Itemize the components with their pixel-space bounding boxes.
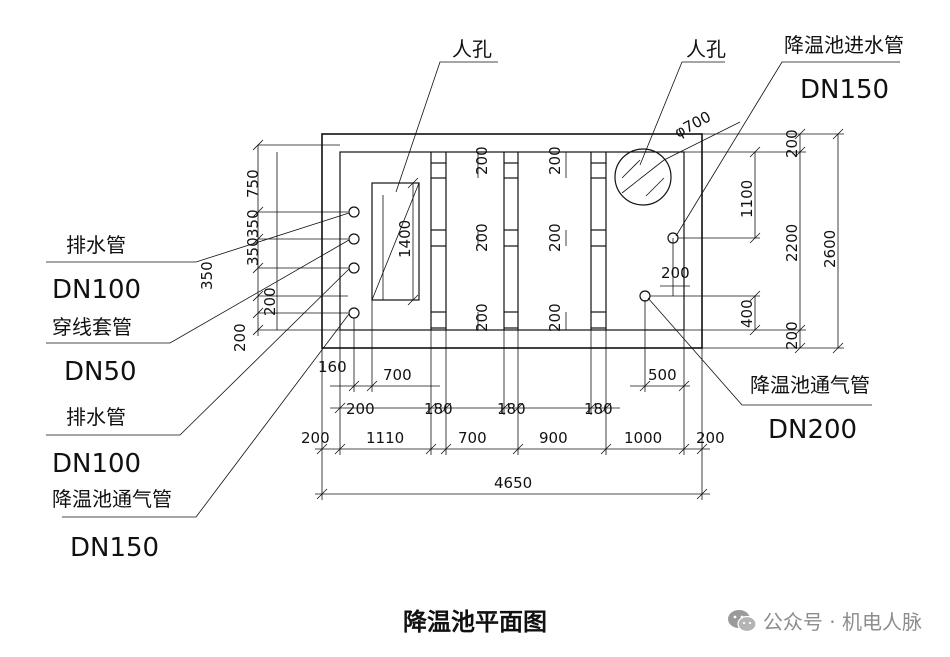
manhole-left-shape bbox=[371, 182, 420, 301]
dim-right-1100: 1100 bbox=[738, 180, 756, 218]
dim-left-750: 750 bbox=[244, 169, 262, 198]
leader-lines bbox=[46, 61, 900, 518]
label-vent-pipe-left: 降温池通气管 bbox=[52, 487, 172, 511]
dim-row2-180c: 180 bbox=[584, 400, 613, 418]
dim-left-350a: 350 bbox=[244, 209, 262, 238]
dim-row2-180a: 180 bbox=[424, 400, 453, 418]
watermark: 公众号 · 机电人脉 bbox=[727, 606, 922, 635]
dim-row1-160: 160 bbox=[318, 358, 347, 376]
tank-plan-drawing: 750 350 350 350 200 200 1400 200 200 200… bbox=[46, 33, 904, 563]
dim-row3-200b: 200 bbox=[696, 429, 725, 447]
dimension-texts: 750 350 350 350 200 200 1400 200 200 200… bbox=[198, 108, 839, 492]
dim-left-350b: 350 bbox=[244, 237, 262, 266]
dim-right-2200: 2200 bbox=[783, 224, 801, 262]
label-vent-pipe-right: 降温池通气管 bbox=[750, 373, 870, 397]
dim-right-400: 400 bbox=[738, 299, 756, 328]
tank-outline bbox=[321, 133, 703, 349]
dim-right-200-top: 200 bbox=[783, 129, 801, 158]
label-drain-pipe-1: 排水管 bbox=[66, 233, 126, 257]
dim-left-200a: 200 bbox=[261, 287, 279, 316]
dim-left-350c: 350 bbox=[198, 261, 216, 290]
watermark-text: 公众号 · 机电人脉 bbox=[762, 610, 922, 634]
dim-top-200b: 200 bbox=[546, 146, 564, 175]
dim-row3-1000: 1000 bbox=[624, 429, 662, 447]
dim-row1-700: 700 bbox=[383, 366, 412, 384]
dim-right-200-inner: 200 bbox=[661, 264, 690, 282]
label-vent-size-right: DN200 bbox=[768, 415, 857, 445]
drawing-caption: 降温池平面图 bbox=[403, 608, 547, 636]
dim-mid-200a: 200 bbox=[473, 223, 491, 252]
dim-bot-200a: 200 bbox=[473, 303, 491, 332]
dim-row3-200a: 200 bbox=[301, 429, 330, 447]
dim-manhole-diameter: φ700 bbox=[671, 108, 713, 142]
label-vent-size-left: DN150 bbox=[70, 533, 159, 563]
dim-row1-500: 500 bbox=[648, 366, 677, 384]
label-inlet-size: DN150 bbox=[800, 75, 889, 105]
manhole-right-shape bbox=[614, 148, 672, 206]
dim-right-200-bottom: 200 bbox=[783, 321, 801, 350]
dim-row2-180b: 180 bbox=[497, 400, 526, 418]
dim-tank-1400: 1400 bbox=[396, 220, 414, 258]
dim-top-200a: 200 bbox=[473, 146, 491, 175]
dim-total-4650: 4650 bbox=[494, 474, 532, 492]
dim-bot-200b: 200 bbox=[546, 303, 564, 332]
dim-row3-700: 700 bbox=[458, 429, 487, 447]
label-sleeve-size: DN50 bbox=[64, 357, 137, 387]
wechat-icon bbox=[727, 609, 757, 632]
dimension-lines bbox=[252, 128, 844, 500]
dim-mid-200b: 200 bbox=[546, 223, 564, 252]
dim-left-200b: 200 bbox=[231, 323, 249, 352]
dim-row2-200: 200 bbox=[346, 400, 375, 418]
pipe-labels: 人孔 人孔 降温池进水管 DN150 降温池通气管 DN200 排水管 DN10… bbox=[52, 33, 904, 563]
label-drain-size-2: DN100 bbox=[52, 449, 141, 479]
dim-row3-900: 900 bbox=[539, 429, 568, 447]
label-manhole-right: 人孔 bbox=[686, 37, 726, 61]
label-drain-pipe-2: 排水管 bbox=[66, 405, 126, 429]
label-drain-size-1: DN100 bbox=[52, 275, 141, 305]
label-manhole-left: 人孔 bbox=[452, 37, 492, 61]
label-inlet-pipe: 降温池进水管 bbox=[784, 33, 904, 57]
dim-row3-1110: 1110 bbox=[366, 429, 404, 447]
dim-right-2600: 2600 bbox=[821, 230, 839, 268]
label-sleeve-pipe: 穿线套管 bbox=[52, 315, 132, 339]
